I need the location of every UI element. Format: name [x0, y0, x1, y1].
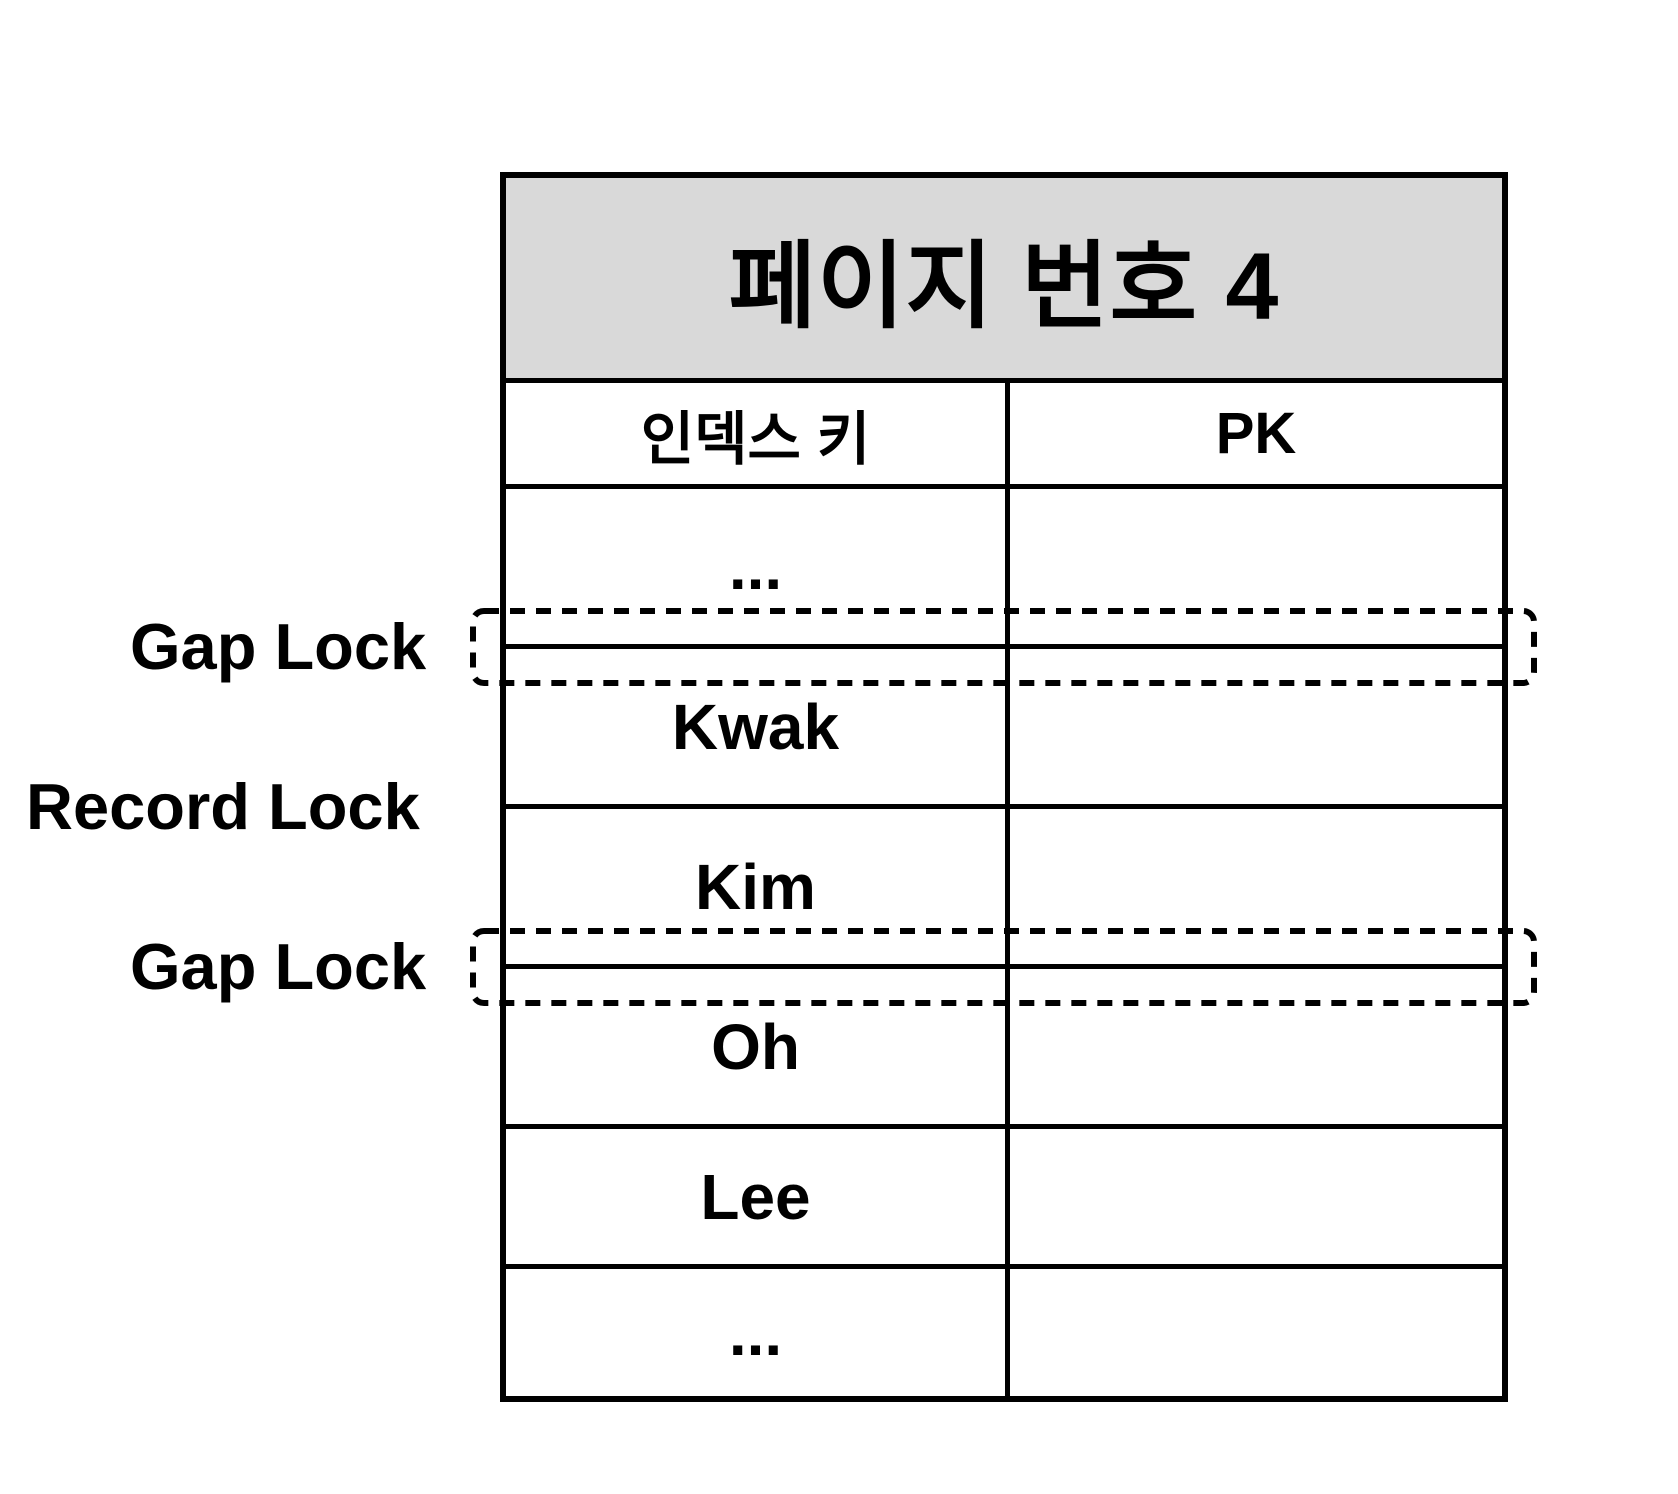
- index-key-cell: ...: [506, 1269, 1010, 1396]
- table-row: ...: [506, 484, 1502, 644]
- gap-lock-label-bottom: Gap Lock: [130, 930, 427, 1003]
- column-header-index-key: 인덱스 키: [506, 383, 1010, 484]
- pk-cell: [1010, 1129, 1502, 1264]
- index-key-cell: Oh: [506, 969, 1010, 1124]
- pk-cell: [1010, 969, 1502, 1124]
- table-row: Kwak: [506, 644, 1502, 804]
- table-row: Lee: [506, 1124, 1502, 1264]
- index-page-table: 페이지 번호 4 인덱스 키 PK ... Kwak Kim Oh Lee ..: [500, 172, 1508, 1402]
- pk-cell: [1010, 649, 1502, 804]
- record-lock-label: Record Lock: [26, 770, 420, 843]
- page-header-row: 페이지 번호 4: [506, 178, 1502, 378]
- column-header-row: 인덱스 키 PK: [506, 378, 1502, 484]
- column-header-pk: PK: [1215, 401, 1297, 466]
- gap-lock-label-top: Gap Lock: [130, 610, 427, 683]
- index-key-cell: Kwak: [506, 649, 1010, 804]
- pk-cell: [1010, 1269, 1502, 1396]
- pk-cell: [1010, 489, 1502, 644]
- index-key-cell: ...: [506, 489, 1010, 644]
- index-key-cell: Lee: [506, 1129, 1010, 1264]
- table-row: Kim: [506, 804, 1502, 964]
- index-key-cell: Kim: [506, 809, 1010, 964]
- page-title: 페이지 번호 4: [728, 233, 1280, 340]
- table-row: Oh: [506, 964, 1502, 1124]
- pk-cell: [1010, 809, 1502, 964]
- table-row: ...: [506, 1264, 1502, 1396]
